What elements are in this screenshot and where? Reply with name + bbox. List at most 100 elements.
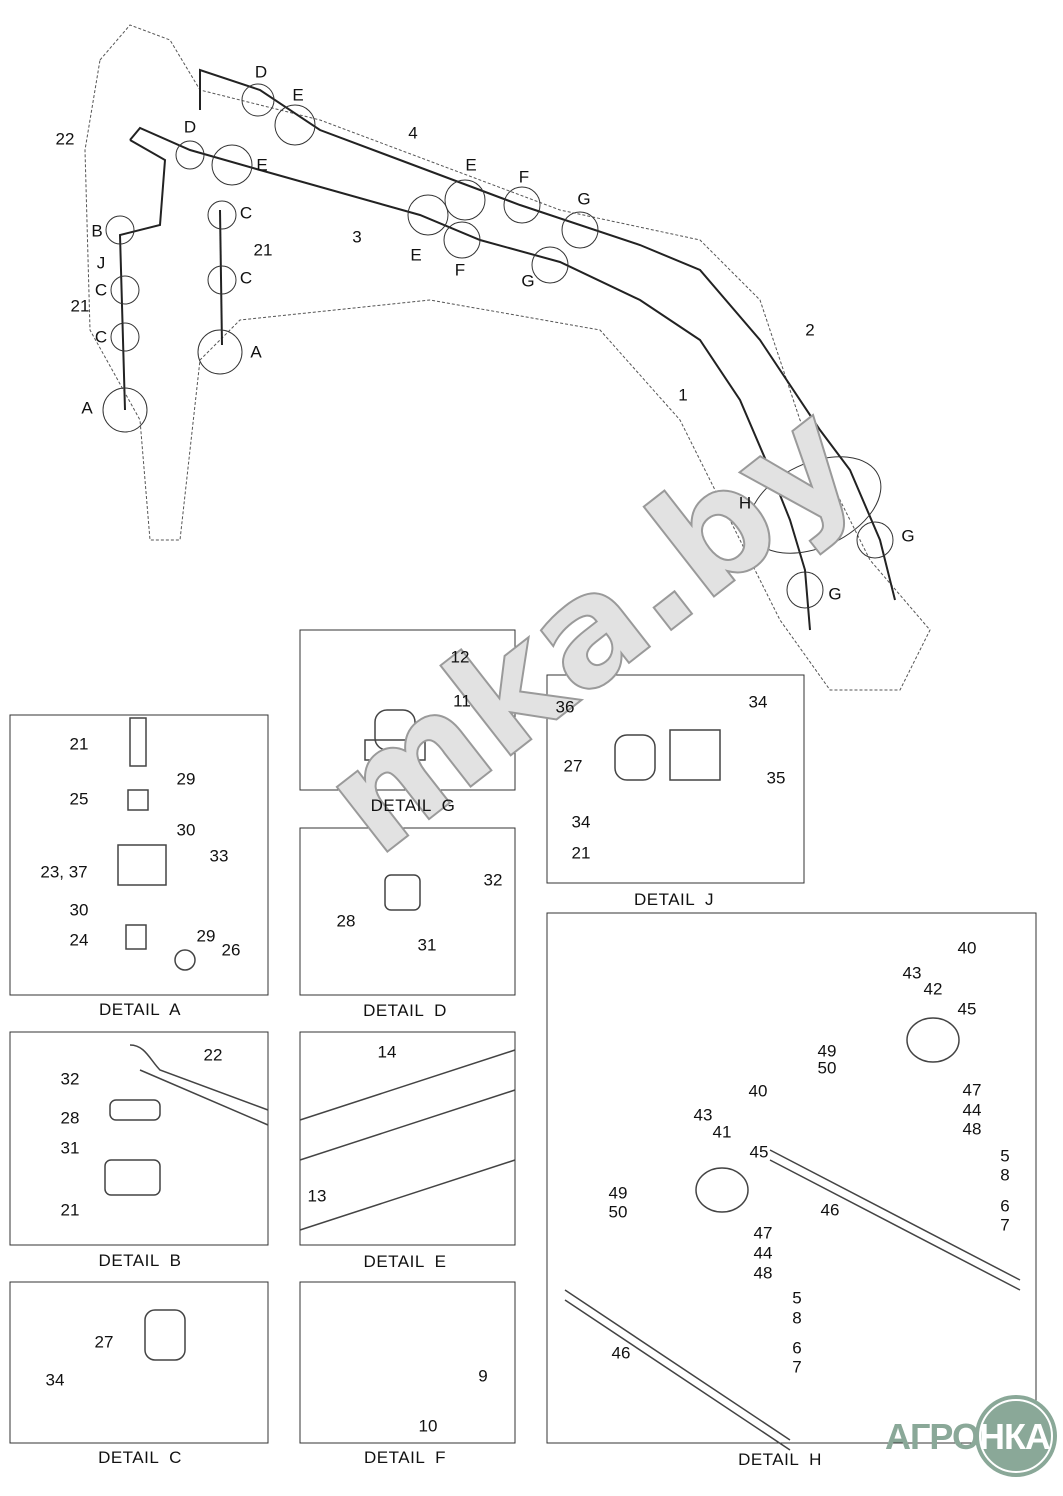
detail-j-callout-label: 34 xyxy=(748,692,768,712)
logo-text-left: АГРО xyxy=(885,1416,980,1457)
detail-h-callout-label: 48 xyxy=(962,1119,982,1139)
detail-h-callout-label: 44 xyxy=(753,1243,773,1263)
main-labels-callout-label: H xyxy=(738,493,752,513)
detail-h-callout-label: 49 xyxy=(608,1183,628,1203)
detail-h-callout-label: 6 xyxy=(1000,1196,1010,1216)
detail-e-caption: DETAIL E xyxy=(363,1252,447,1271)
detail-c-caption: DETAIL C xyxy=(98,1448,182,1467)
main-labels-callout-label: G xyxy=(828,584,842,604)
agronka-logo: АГРОНКА xyxy=(885,1390,1057,1490)
detail-f-callout-label: 10 xyxy=(418,1416,438,1436)
detail-h-callout-label: 40 xyxy=(957,938,977,958)
detail-a-caption: DETAIL A xyxy=(99,1000,181,1019)
detail-h-callout-label: 50 xyxy=(817,1058,837,1078)
detail-frames xyxy=(9,629,1037,1444)
detail-a-callout-label: 26 xyxy=(221,940,241,960)
detail-a-callout-label: 30 xyxy=(176,820,196,840)
main-labels-callout-label: G xyxy=(901,526,915,546)
detail-b-callout-label: 31 xyxy=(60,1138,80,1158)
detail-a-callout-label: 29 xyxy=(196,926,216,946)
main-labels-callout-label: G xyxy=(521,271,535,291)
detail-h-callout-label: 42 xyxy=(923,979,943,999)
main-labels-callout-label: G xyxy=(577,189,591,209)
main-labels-callout-label: 2 xyxy=(805,320,815,340)
detail-h-callout-label: 41 xyxy=(712,1122,732,1142)
detail-g-caption: DETAIL G xyxy=(370,796,456,815)
detail-b-callout-label: 32 xyxy=(60,1069,80,1089)
main-labels-callout-label: A xyxy=(81,398,93,418)
detail-b-callout-label: 22 xyxy=(203,1045,223,1065)
detail-h-callout-label: 5 xyxy=(1000,1146,1010,1166)
detail-e-callout-label: 13 xyxy=(307,1186,327,1206)
detail-h-callout-label: 5 xyxy=(792,1288,802,1308)
detail-h-callout-label: 43 xyxy=(693,1105,713,1125)
detail-b-callout-label: 21 xyxy=(60,1200,80,1220)
main-labels-callout-label: B xyxy=(91,221,103,241)
detail-d-callout-label: 32 xyxy=(483,870,503,890)
detail-h-callout-label: 40 xyxy=(748,1081,768,1101)
detail-h-callout-label: 8 xyxy=(792,1308,802,1328)
detail-h-callout-label: 6 xyxy=(792,1338,802,1358)
main-labels-callout-label: C xyxy=(239,203,253,223)
detail-h-callout-label: 48 xyxy=(753,1263,773,1283)
detail-h-callout-label: 7 xyxy=(1000,1215,1010,1235)
detail-j-callout-label: 36 xyxy=(555,697,575,717)
main-labels-callout-label: F xyxy=(518,167,530,187)
detail-h-callout-label: 44 xyxy=(962,1100,982,1120)
main-labels-callout-label: C xyxy=(94,327,108,347)
detail-b-caption: DETAIL B xyxy=(98,1251,182,1270)
logo-text: АГРОНКА xyxy=(885,1416,1051,1458)
main-labels-callout-label: F xyxy=(454,260,466,280)
main-labels-callout-label: E xyxy=(292,85,304,105)
detail-h-callout-label: 45 xyxy=(957,999,977,1019)
main-labels-callout-label: D xyxy=(254,62,268,82)
detail-j-caption: DETAIL J xyxy=(633,890,715,909)
logo-text-right: НКА xyxy=(978,1416,1051,1457)
detail-d-caption: DETAIL D xyxy=(363,1001,447,1020)
detail-h-callout-label: 49 xyxy=(817,1041,837,1061)
main-labels-callout-label: C xyxy=(94,280,108,300)
detail-h-callout-label: 47 xyxy=(962,1080,982,1100)
main-labels-callout-label: 22 xyxy=(55,129,75,149)
detail-a-callout-label: 25 xyxy=(69,789,89,809)
boom-outline xyxy=(84,24,931,691)
detail-a-callout-label: 33 xyxy=(209,846,229,866)
main-labels-callout-label: J xyxy=(96,253,106,273)
callout-circles xyxy=(102,83,894,609)
detail-c-callout-label: 27 xyxy=(94,1332,114,1352)
detail-f-caption: DETAIL F xyxy=(364,1448,446,1467)
detail-a-callout-label: 23, 37 xyxy=(40,862,88,882)
detail-e-callout-label: 14 xyxy=(377,1042,397,1062)
main-labels-callout-label: 21 xyxy=(70,296,90,316)
detail-a-callout-label: 30 xyxy=(69,900,89,920)
detail-h-callout-label: 7 xyxy=(792,1357,802,1377)
detail-h-callout-label: 47 xyxy=(753,1223,773,1243)
detail-h-callout-label: 50 xyxy=(608,1202,628,1222)
detail-h-callout-label: 46 xyxy=(820,1200,840,1220)
detail-d-callout-label: 28 xyxy=(336,911,356,931)
main-labels-callout-label: 1 xyxy=(678,385,688,405)
main-labels-callout-label: E xyxy=(410,245,422,265)
detail-h-callout-label: 46 xyxy=(611,1343,631,1363)
main-labels-callout-label: D xyxy=(183,117,197,137)
main-labels-callout-label: 4 xyxy=(408,123,418,143)
detail-g-callout-label: 11 xyxy=(453,691,471,711)
main-labels-callout-label: C xyxy=(239,268,253,288)
detail-j-callout-label: 35 xyxy=(766,768,786,788)
main-labels-callout-label: A xyxy=(250,342,262,362)
detail-h-caption: DETAIL H xyxy=(738,1450,822,1469)
logo-circle xyxy=(975,1395,1057,1477)
detail-j-callout-label: 34 xyxy=(571,812,591,832)
detail-h-callout-label: 8 xyxy=(1000,1165,1010,1185)
detail-b-callout-label: 28 xyxy=(60,1108,80,1128)
main-labels-callout-label: E xyxy=(256,155,268,175)
detail-g-callout-label: 12 xyxy=(450,647,470,667)
main-labels-callout-label: 3 xyxy=(352,227,362,247)
detail-c-callout-label: 34 xyxy=(45,1370,65,1390)
detail-a-callout-label: 24 xyxy=(69,930,89,950)
detail-h-callout-label: 43 xyxy=(902,963,922,983)
detail-f-callout-label: 9 xyxy=(478,1366,488,1386)
detail-h-callout-label: 45 xyxy=(749,1142,769,1162)
